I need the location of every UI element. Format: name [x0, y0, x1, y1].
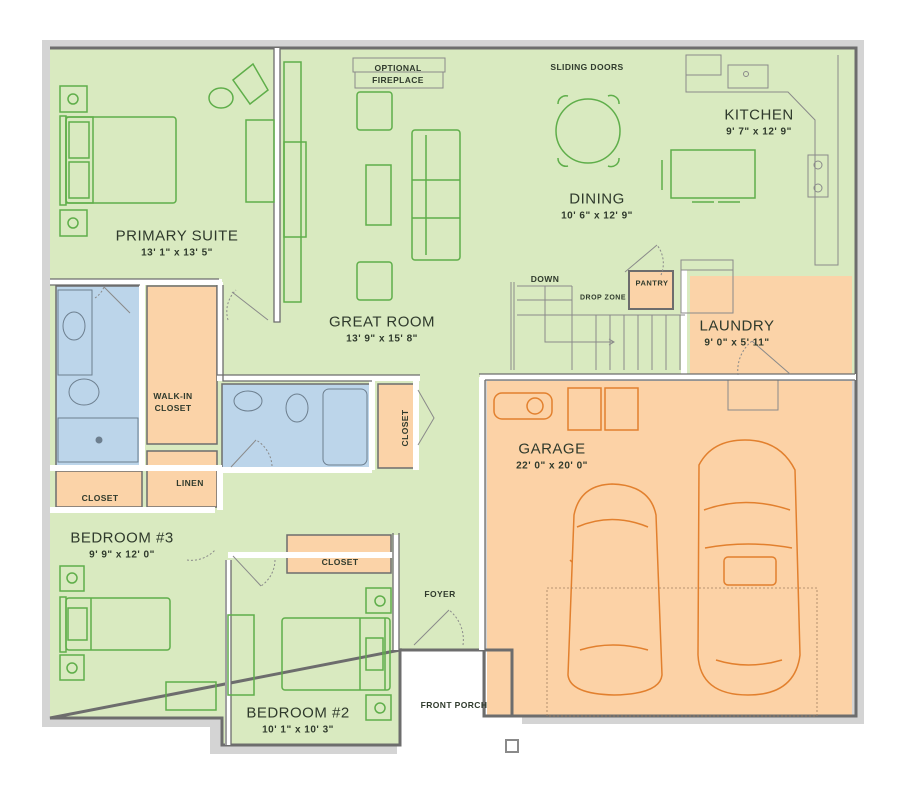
room-dimensions: 9' 0" x 5' 11": [704, 337, 770, 349]
label-front-porch: FRONT PORCH: [420, 700, 488, 710]
room-dimensions: 13' 9" x 15' 8": [346, 333, 418, 345]
room-name: LAUNDRY: [699, 317, 775, 335]
room-name: KITCHEN: [724, 106, 794, 124]
garage-door-outline: [546, 587, 818, 717]
room-label-dining: DINING 10' 6" x 12' 9": [561, 191, 633, 222]
label-walk-in: WALK-IN: [153, 391, 193, 401]
stairs: [510, 282, 685, 370]
label-bed2-closet: CLOSET: [321, 557, 359, 567]
fireplace-outline: [352, 57, 446, 89]
furniture: [59, 61, 756, 721]
room-dimensions: 10' 1" x 10' 3": [262, 724, 334, 736]
room-dimensions: 10' 6" x 12' 9": [561, 210, 633, 222]
label-drop-zone: DROP ZONE: [580, 294, 626, 302]
room-name: BEDROOM #2: [246, 704, 350, 722]
room-label-laundry: LAUNDRY 9' 0" x 5' 11": [700, 318, 775, 349]
porch-post: [505, 739, 519, 753]
room-label-bedroom-2: BEDROOM #2 10' 1" x 10' 3": [246, 705, 349, 736]
room-dimensions: 13' 1" x 13' 5": [141, 247, 213, 259]
exterior-wall: [49, 46, 858, 747]
room-label-garage: GARAGE 22' 0" x 20' 0": [516, 441, 588, 472]
label-optional: OPTIONAL: [374, 63, 422, 73]
room-label-great-room: GREAT ROOM 13' 9" x 15' 8": [329, 314, 435, 345]
doors: [94, 244, 791, 646]
laundry-fill: [690, 276, 852, 376]
room-label-bedroom-3: BEDROOM #3 9' 9" x 12' 0": [70, 530, 173, 561]
walk-in-closet-fill: [146, 285, 218, 445]
label-hall-closet: CLOSET: [400, 409, 410, 447]
label-walk-in-closet: CLOSET: [154, 403, 192, 413]
room-name: PRIMARY SUITE: [115, 227, 239, 245]
room-label-primary-suite: PRIMARY SUITE 13' 1" x 13' 5": [116, 228, 239, 259]
room-dimensions: 9' 9" x 12' 0": [89, 549, 155, 561]
label-sliding-doors: SLIDING DOORS: [550, 62, 624, 72]
label-pantry: PANTRY: [635, 278, 669, 288]
room-name: DINING: [569, 190, 625, 208]
room-name: GARAGE: [518, 440, 586, 458]
hall-bath-fill: [221, 383, 373, 469]
label-foyer: FOYER: [424, 589, 456, 599]
kitchen-counters: [680, 54, 839, 314]
interior-walls: [50, 48, 856, 745]
room-dimensions: 22' 0" x 20' 0": [516, 460, 588, 472]
room-name: GREAT ROOM: [328, 313, 436, 331]
label-fireplace: FIREPLACE: [372, 75, 424, 85]
laundry-door-step: [727, 375, 779, 411]
living-area-fill: [50, 48, 856, 745]
room-name: BEDROOM #3: [70, 529, 174, 547]
primary-bath-fill: [55, 285, 143, 467]
room-dimensions: 9' 7" x 12' 9": [726, 126, 792, 138]
label-bed3-closet: CLOSET: [81, 493, 119, 503]
label-down: DOWN: [530, 274, 560, 284]
room-label-kitchen: KITCHEN 9' 7" x 12' 9": [724, 107, 793, 138]
porch-wall: [397, 648, 514, 716]
garage-furniture: [493, 387, 801, 696]
pantry-fill: [628, 270, 674, 310]
label-linen: LINEN: [176, 478, 204, 488]
bath-fixtures: [57, 289, 368, 466]
